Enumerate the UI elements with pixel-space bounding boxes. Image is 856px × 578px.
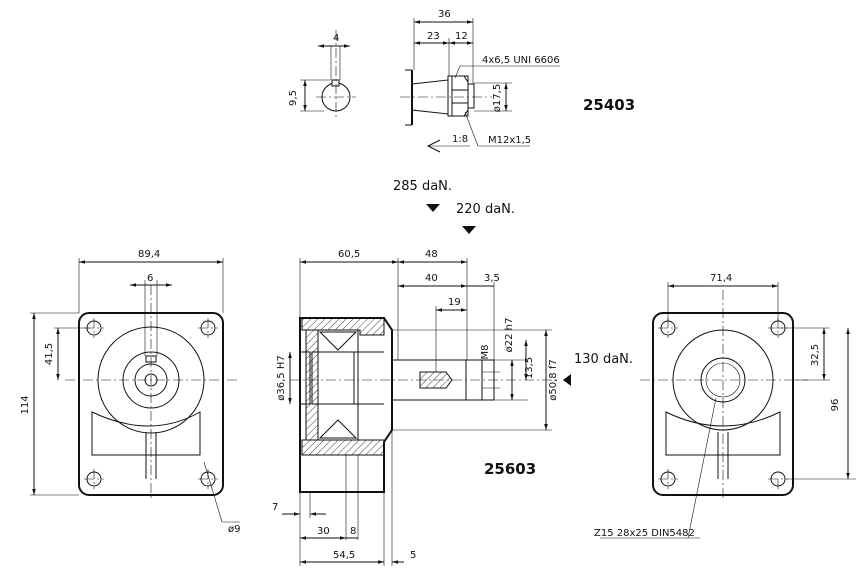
height-label: 96 xyxy=(830,399,841,412)
taper-ratio-label: 1:8 xyxy=(452,134,468,145)
height-label: 114 xyxy=(20,395,31,414)
shaft-cross-section: 4 9,5 xyxy=(288,30,356,118)
arrow-left-icon xyxy=(563,374,571,386)
hole-dia-label: ø9 xyxy=(228,524,240,535)
bore-label: ø36,5 H7 xyxy=(276,355,287,400)
half-height-label: 32,5 xyxy=(810,344,821,366)
spline-depth-label: 13,5 xyxy=(524,357,535,379)
tip-length-label: 3,5 xyxy=(484,273,500,284)
thread-depth-label: 19 xyxy=(448,297,461,308)
arrow-down-icon xyxy=(462,226,476,234)
front-view-right: 71,4 32,5 96 Z15 28x25 DIN5482 xyxy=(594,273,856,539)
arrow-down-icon xyxy=(426,204,440,212)
code-lower: 25603 xyxy=(484,460,536,478)
width-label: 71,4 xyxy=(710,273,732,284)
flange-offset-label: 7 xyxy=(272,502,278,513)
shaft-side-view: 36 23 12 4x6,5 UNI 6606 ø17,5 1:8 M12x1,… xyxy=(400,9,560,153)
hole-note: 4x6,5 UNI 6606 xyxy=(482,55,560,66)
thread-m8-label: M8 xyxy=(480,345,491,360)
width-label: 89,4 xyxy=(138,249,160,260)
shaft-detail-view: 4 9,5 36 23 12 4x6,5 xyxy=(288,9,635,153)
pilot-label: ø50,8 f7 xyxy=(548,359,559,400)
code-upper: 25403 xyxy=(583,96,635,114)
front-view-left: 89,4 6 41,5 114 ø9 xyxy=(20,249,240,535)
spline-length-label: 40 xyxy=(425,273,438,284)
overall-length-label: 36 xyxy=(438,9,451,20)
key-width-label: 4 xyxy=(333,33,339,44)
dim-54-5-label: 54,5 xyxy=(333,550,355,561)
shaft-diameter-label: ø17,5 xyxy=(492,84,503,112)
side-section-view: 60,5 48 40 3,5 19 ø36,5 H7 M8 ø22 h7 13,… xyxy=(272,249,560,566)
body-length-label: 60,5 xyxy=(338,249,360,260)
half-height-label: 41,5 xyxy=(44,343,55,365)
spline-note: Z15 28x25 DIN5482 xyxy=(594,528,695,539)
nut-length-label: 12 xyxy=(455,31,468,42)
key-width-label: 6 xyxy=(147,273,153,284)
shaft-dia-label: ø22 h7 xyxy=(504,318,515,353)
dim-5-label: 5 xyxy=(410,550,416,561)
key-height-label: 9,5 xyxy=(288,90,299,106)
radial-load-220: 220 daN. xyxy=(456,202,515,217)
dim-30-label: 30 xyxy=(317,526,330,537)
load-annotations: 285 daN. 220 daN. 130 daN. xyxy=(393,179,633,386)
taper-length-label: 23 xyxy=(427,31,440,42)
dim-8-label: 8 xyxy=(350,526,356,537)
radial-load-285: 285 daN. xyxy=(393,179,452,194)
thread-label: M12x1,5 xyxy=(488,135,531,146)
axial-load-130: 130 daN. xyxy=(574,352,633,367)
shaft-length-label: 48 xyxy=(425,249,438,260)
